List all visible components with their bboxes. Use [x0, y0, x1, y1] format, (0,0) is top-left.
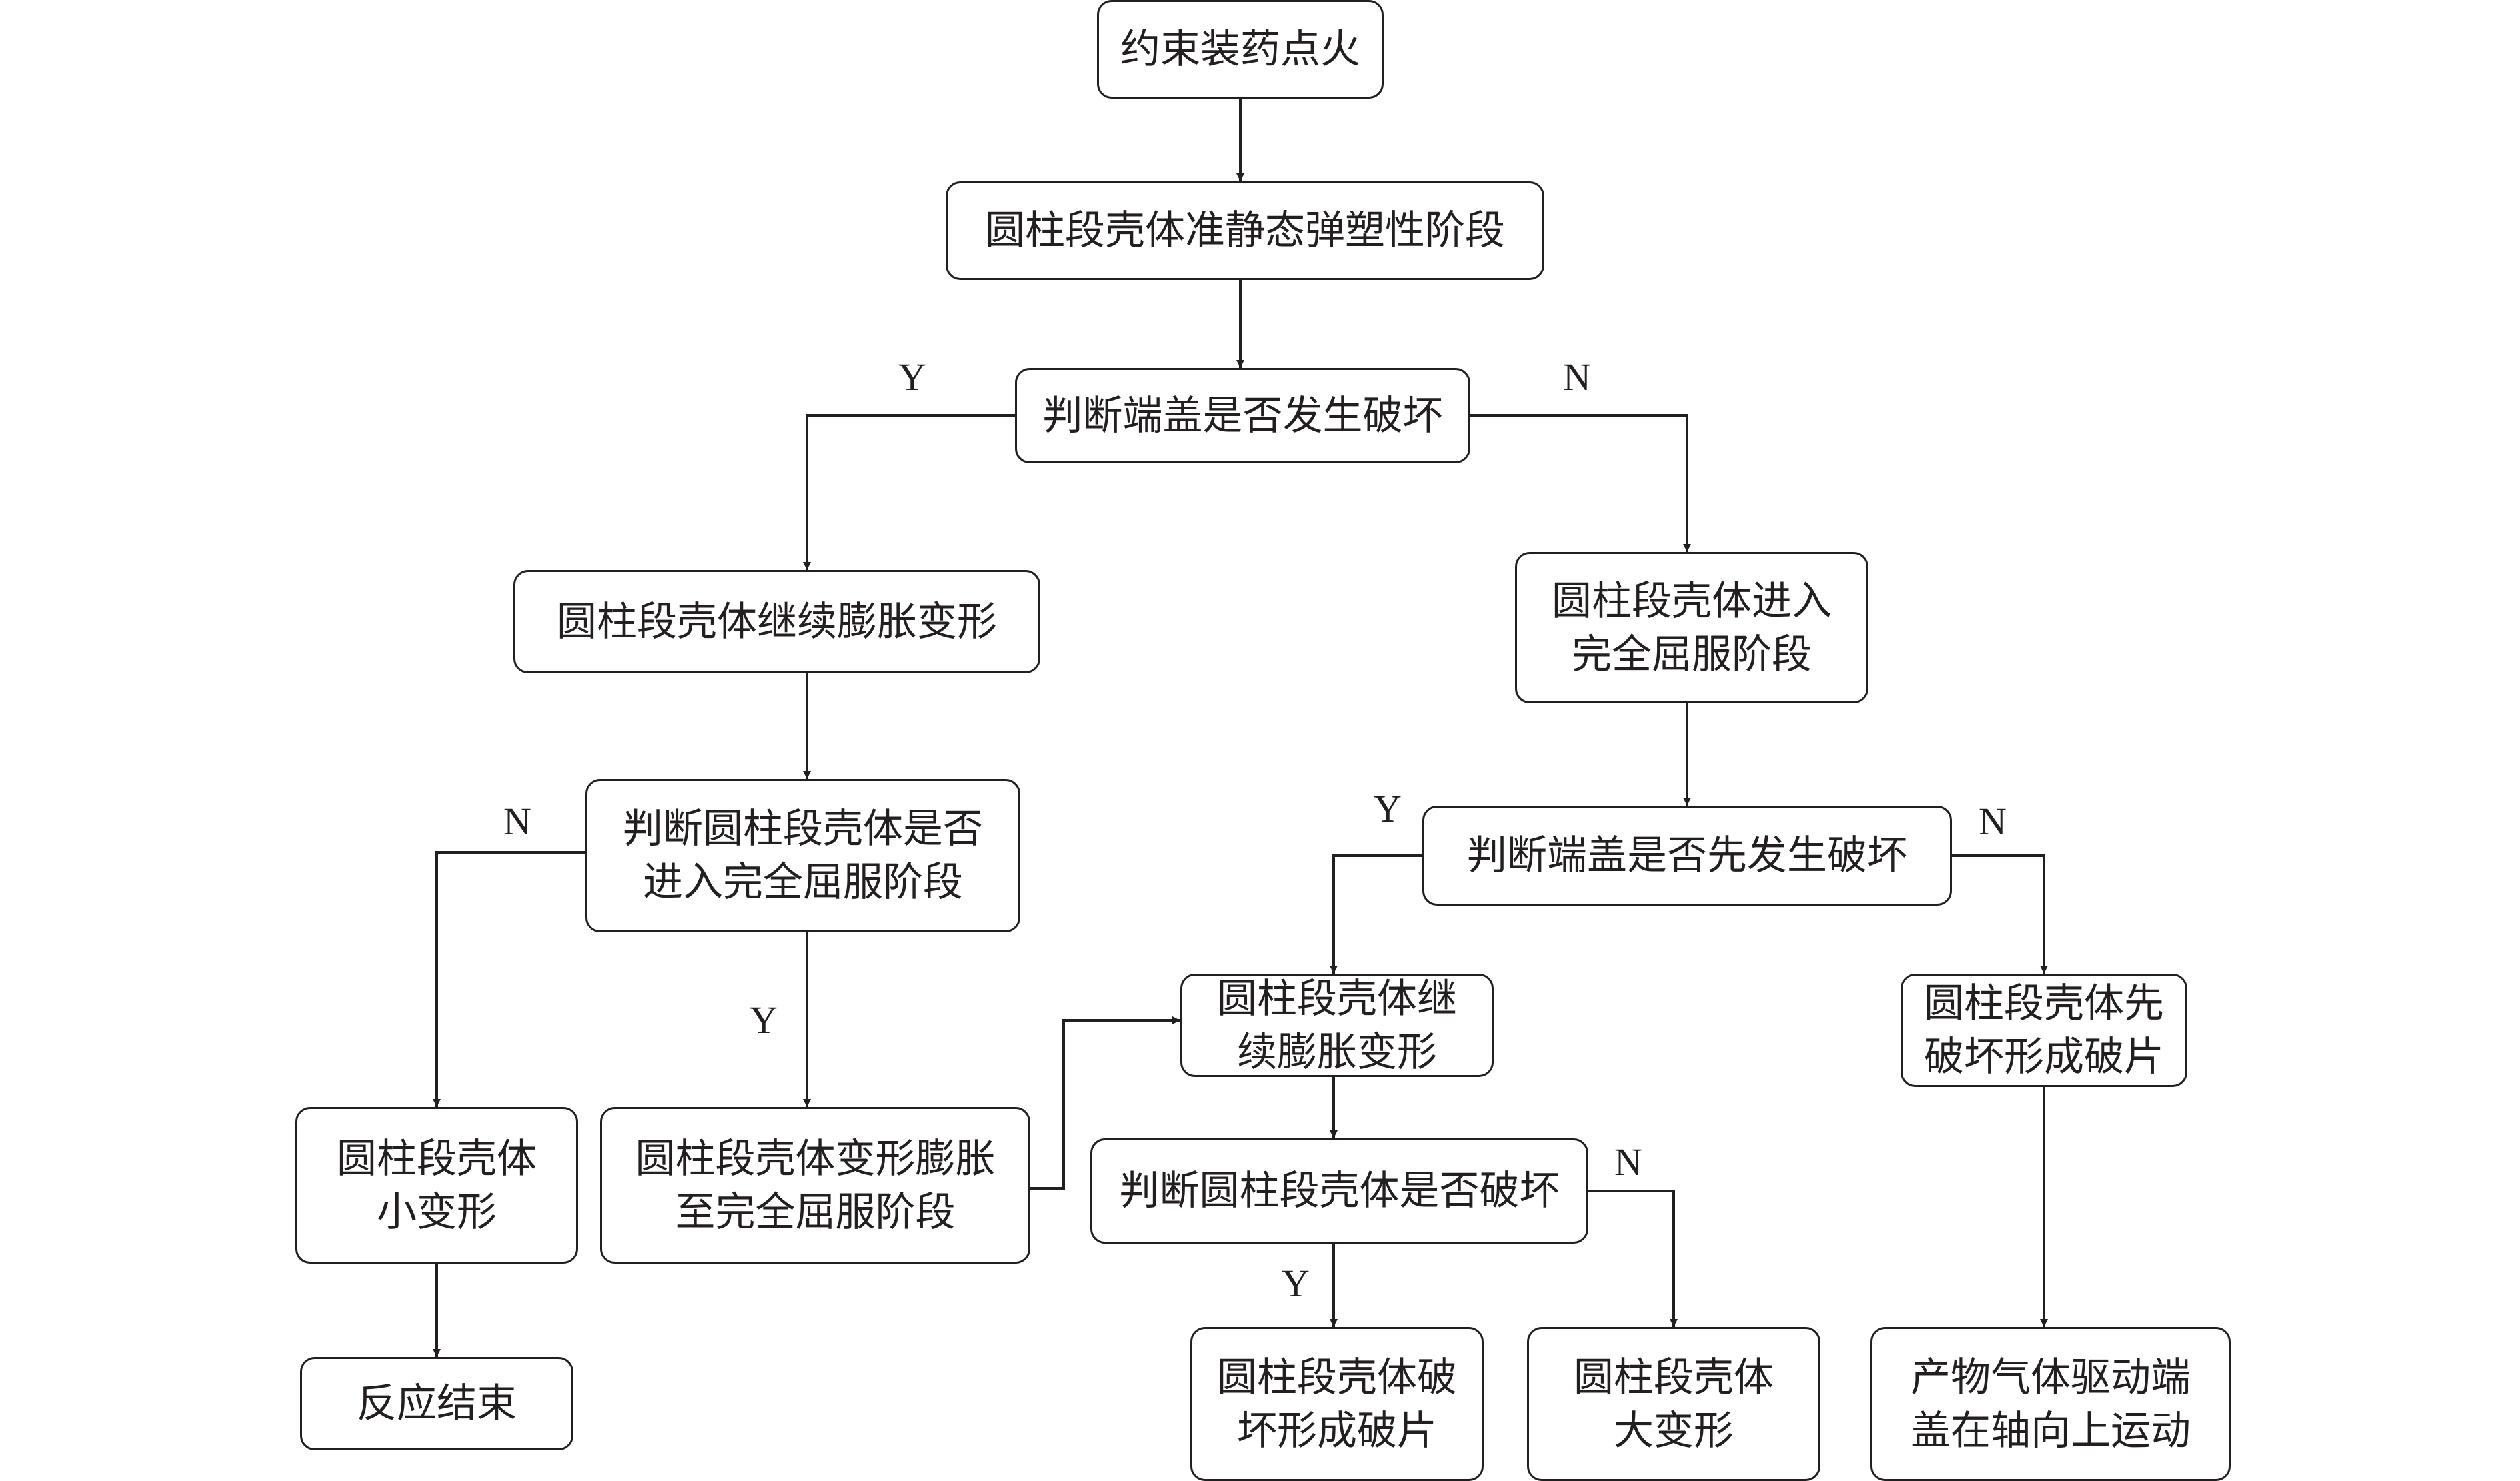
label-cap-first-no: N — [1979, 800, 2007, 843]
node-ignite-text: 约束装药点火 — [1120, 26, 1360, 73]
node-shell-first-fragment-text: 圆柱段壳体先 破坏形成破片 — [1924, 980, 2164, 1080]
node-continue-expand-2: 圆柱段壳体继 续膨胀变形 — [1180, 974, 1494, 1077]
node-continue-expand: 圆柱段壳体继续膨胀变形 — [513, 570, 1040, 673]
node-full-yield: 圆柱段壳体进入 完全屈服阶段 — [1515, 552, 1868, 703]
edge-judge-cap-first-yes — [1330, 854, 1422, 974]
label-shell-break-no: N — [1614, 1140, 1642, 1184]
node-reaction-end: 反应结束 — [300, 1357, 573, 1450]
node-ignite: 约束装药点火 — [1097, 0, 1384, 99]
node-quasi-static: 圆柱段壳体准静态弹塑性阶段 — [946, 181, 1544, 280]
node-reaction-end-text: 反应结束 — [357, 1380, 517, 1427]
label-cap-first-yes: Y — [1374, 787, 1402, 830]
node-judge-cap-first-text: 判断端盖是否先发生破坏 — [1467, 832, 1907, 879]
node-judge-shell-yield: 判断圆柱段壳体是否 进入完全屈服阶段 — [585, 779, 1020, 932]
node-large-deform-text: 圆柱段壳体 大变形 — [1574, 1354, 1774, 1454]
label-cap-no: N — [1563, 355, 1591, 399]
edge-judge-shell-break-no — [1588, 1190, 1678, 1327]
node-gas-drive: 产物气体驱动端 盖在轴向上运动 — [1870, 1327, 2231, 1481]
node-quasi-static-text: 圆柱段壳体准静态弹塑性阶段 — [985, 207, 1505, 254]
node-continue-expand-text: 圆柱段壳体继续膨胀变形 — [557, 598, 997, 645]
label-cap-yes: Y — [898, 355, 926, 399]
node-judge-shell-yield-text: 判断圆柱段壳体是否 进入完全屈服阶段 — [623, 806, 983, 906]
node-judge-shell-break-text: 判断圆柱段壳体是否破坏 — [1119, 1168, 1560, 1214]
node-small-deform-text: 圆柱段壳体 小变形 — [337, 1135, 537, 1236]
node-shell-fragment-text: 圆柱段壳体破 坏形成破片 — [1217, 1354, 1457, 1454]
edge-judge-cap-first-no — [1952, 854, 2048, 974]
node-judge-shell-break: 判断圆柱段壳体是否破坏 — [1090, 1138, 1588, 1244]
node-shell-first-fragment: 圆柱段壳体先 破坏形成破片 — [1901, 974, 2187, 1087]
node-gas-drive-text: 产物气体驱动端 盖在轴向上运动 — [1911, 1354, 2191, 1454]
node-deform-to-yield: 圆柱段壳体变形膨胀 至完全屈服阶段 — [600, 1107, 1030, 1264]
label-shell-yield-no: N — [503, 800, 531, 843]
edge-judge-cap-yes — [803, 414, 1015, 570]
node-small-deform: 圆柱段壳体 小变形 — [295, 1107, 578, 1264]
edge-deform-to-yield-to-continue-expand-2 — [1030, 1016, 1180, 1190]
node-judge-cap: 判断端盖是否发生破坏 — [1015, 368, 1470, 463]
node-large-deform: 圆柱段壳体 大变形 — [1527, 1327, 1820, 1481]
node-judge-cap-first: 判断端盖是否先发生破坏 — [1422, 806, 1952, 906]
node-deform-to-yield-text: 圆柱段壳体变形膨胀 至完全屈服阶段 — [635, 1135, 996, 1236]
edge-judge-cap-no — [1470, 414, 1691, 552]
node-full-yield-text: 圆柱段壳体进入 完全屈服阶段 — [1552, 577, 1832, 678]
label-shell-break-yes: Y — [1282, 1262, 1310, 1305]
label-shell-yield-yes: Y — [750, 998, 778, 1042]
node-continue-expand-2-text: 圆柱段壳体继 续膨胀变形 — [1217, 975, 1457, 1076]
node-shell-fragment: 圆柱段壳体破 坏形成破片 — [1190, 1327, 1484, 1481]
edge-judge-shell-yield-no — [433, 851, 585, 1107]
node-judge-cap-text: 判断端盖是否发生破坏 — [1042, 392, 1443, 439]
